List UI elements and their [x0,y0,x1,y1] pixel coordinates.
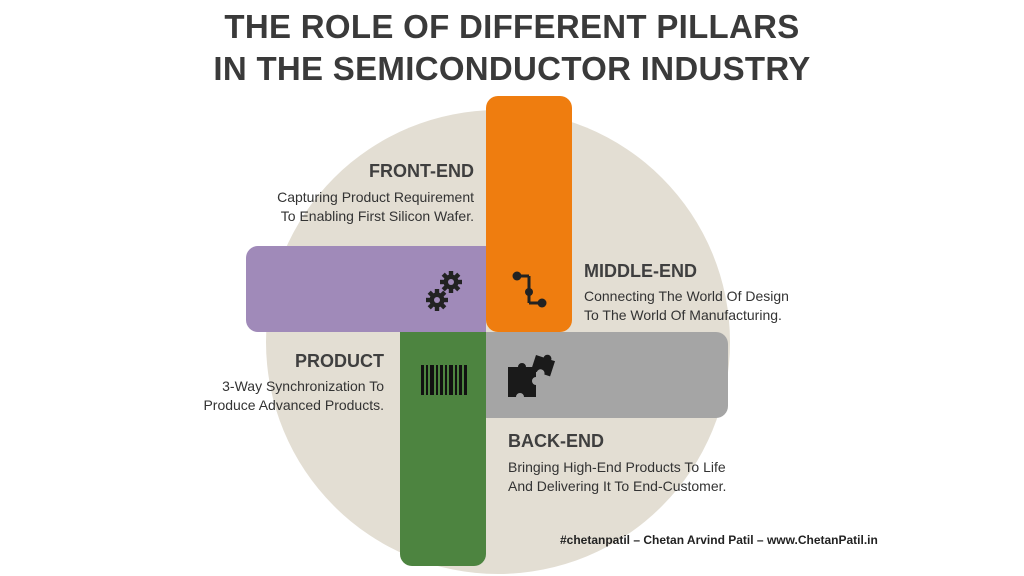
product-heading: PRODUCT [295,351,384,371]
footer-credit: #chetanpatil – Chetan Arvind Patil – www… [560,533,878,547]
front-end-heading: FRONT-END [369,161,474,181]
back-end-desc-line-2: And Delivering It To End-Customer. [508,478,727,494]
connection-path-icon [512,271,547,308]
product-section: PRODUCT 3-Way Synchronization To Produce… [170,350,384,415]
title-line-1: THE ROLE OF DIFFERENT PILLARS [224,8,800,45]
middle-end-desc-line-1: Connecting The World Of Design [584,288,789,304]
back-end-section: BACK-END Bringing High-End Products To L… [508,430,758,496]
front-end-desc-line-1: Capturing Product Requirement [277,189,474,205]
title-line-2: IN THE SEMICONDUCTOR INDUSTRY [213,50,811,87]
front-end-desc-line-2: To Enabling First Silicon Wafer. [280,208,474,224]
middle-end-section: MIDDLE-END Connecting The World Of Desig… [584,260,824,325]
product-desc-line-1: 3-Way Synchronization To [222,378,384,394]
barcode-icon [421,365,467,395]
middle-end-desc-line-2: To The World Of Manufacturing. [584,307,782,323]
puzzle-icon [508,354,556,397]
product-desc-line-2: Produce Advanced Products. [203,397,384,413]
back-end-heading: BACK-END [508,431,604,451]
front-end-section: FRONT-END Capturing Product Requirement … [258,160,474,226]
middle-end-heading: MIDDLE-END [584,261,697,281]
back-end-desc-line-1: Bringing High-End Products To Life [508,459,726,475]
gears-icon [426,271,462,311]
page-title: THE ROLE OF DIFFERENT PILLARS IN THE SEM… [0,6,1024,90]
